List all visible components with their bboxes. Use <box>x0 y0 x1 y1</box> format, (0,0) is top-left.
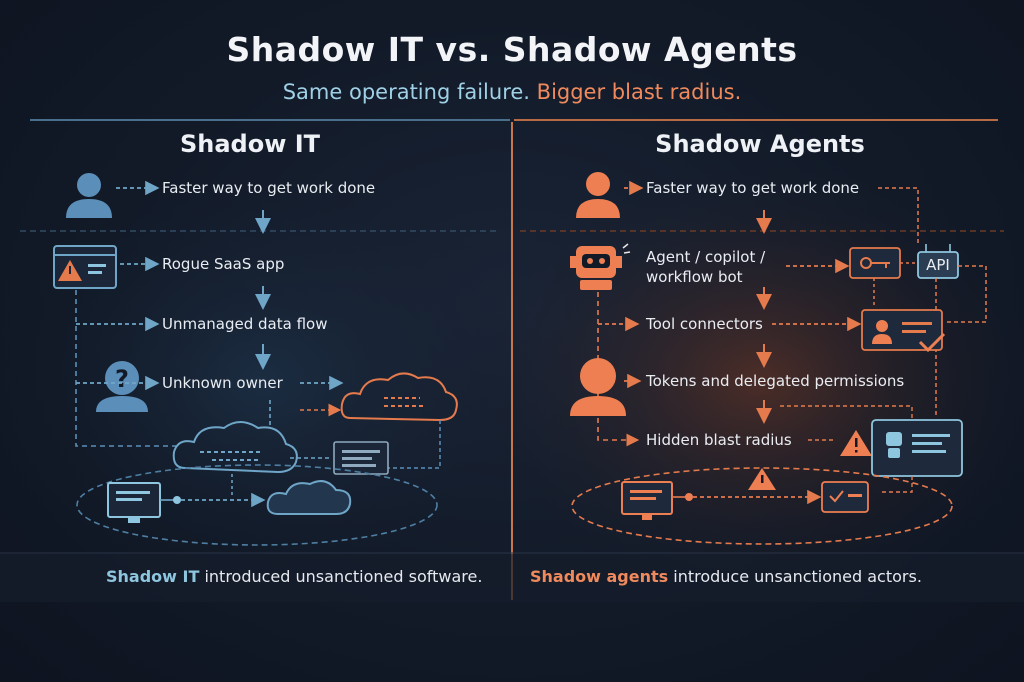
footer-band <box>0 554 1024 602</box>
small-warning-icon <box>748 468 776 490</box>
right-user-icon-2 <box>570 358 626 416</box>
left-footer: Shadow IT introduced unsanctioned softwa… <box>106 567 482 586</box>
id-card-check-icon <box>861 309 946 353</box>
right-monitor-icon <box>621 481 673 520</box>
left-step-3-label: Unmanaged data flow <box>162 315 328 333</box>
subtitle-part-2: Bigger blast radius. <box>536 80 742 104</box>
right-step-2-label-line1: Agent / copilot / <box>646 248 766 266</box>
right-step-1-label: Faster way to get work done <box>646 179 860 197</box>
right-footer-text: introduce unsanctioned actors. <box>668 567 922 586</box>
right-step-2-label-line2: workflow bot <box>646 268 743 286</box>
data-card-icon <box>333 441 389 475</box>
left-column-title: Shadow IT <box>179 130 321 158</box>
right-column-title: Shadow Agents <box>655 130 865 158</box>
left-footer-text: introduced unsanctioned software. <box>199 567 483 586</box>
right-footer: Shadow agents introduce unsanctioned act… <box>530 567 922 586</box>
monitor-icon <box>107 482 161 523</box>
orange-cloud-icon <box>340 372 458 422</box>
agent-panel-icon <box>871 419 963 477</box>
unknown-user-icon: ? <box>96 361 148 412</box>
right-step-4-label: Tokens and delegated permissions <box>646 372 905 390</box>
left-step-1-label: Faster way to get work done <box>162 179 376 197</box>
left-blast-zone <box>76 464 438 546</box>
right-step-3-label: Tool connectors <box>646 315 763 333</box>
blue-cloud-icon <box>172 421 298 474</box>
warning-triangle-icon <box>840 430 872 456</box>
small-blue-cloud-icon <box>266 480 352 515</box>
page-subtitle: Same operating failure. Bigger blast rad… <box>0 80 1024 104</box>
robot-icon <box>570 243 631 290</box>
left-user-icon <box>66 173 112 218</box>
page-title: Shadow IT vs. Shadow Agents <box>226 30 798 69</box>
right-blast-zone <box>571 467 953 545</box>
right-step-5-label: Hidden blast radius <box>646 431 792 449</box>
left-step-2-label: Rogue SaaS app <box>162 255 285 273</box>
api-label: API <box>926 256 950 274</box>
svg-text:?: ? <box>115 365 129 393</box>
right-user-icon <box>576 172 620 218</box>
warning-window-icon <box>53 245 117 289</box>
left-step-4-label: Unknown owner <box>162 374 283 392</box>
api-badge-icon <box>917 244 959 279</box>
left-footer-highlight: Shadow IT <box>106 567 200 586</box>
approval-card-icon <box>821 481 869 513</box>
key-card-icon <box>849 247 901 279</box>
subtitle-part-1: Same operating failure. <box>282 80 530 104</box>
right-footer-highlight: Shadow agents <box>530 567 669 586</box>
